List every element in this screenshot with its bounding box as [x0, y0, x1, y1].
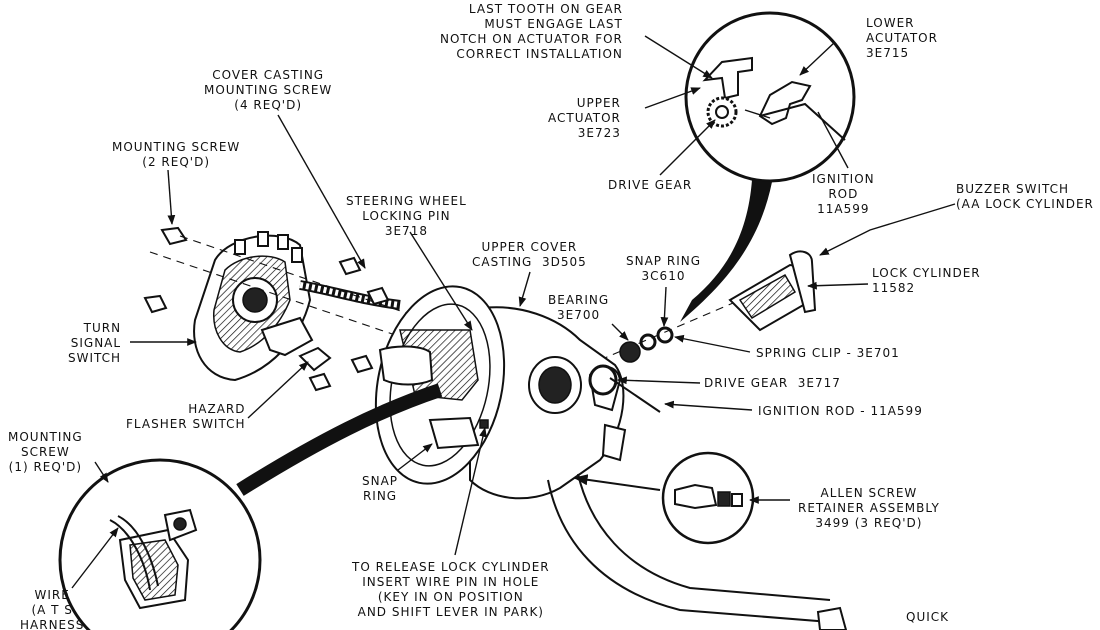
label-lock-cylinder: LOCK CYLINDER 11582 [872, 266, 981, 295]
label-bearing: BEARING 3E700 [548, 293, 610, 322]
label-snap-ring: SNAP RING [362, 474, 399, 503]
label-steering-wheel-pin: STEERING WHEEL LOCKING PIN 3E718 [346, 194, 467, 238]
spring-clip-part [656, 326, 674, 344]
label-snap-ring-3c610: SNAP RING 3C610 [626, 254, 702, 283]
label-wire-harness: WIRE (A T S HARNESS [20, 588, 85, 630]
label-ignition-rod-main: IGNITION ROD - 11A599 [758, 404, 923, 418]
allen-screw-inset-circle [661, 451, 755, 545]
label-turn-signal-switch: TURN SIGNAL SWITCH [68, 321, 122, 365]
column-tube [547, 479, 831, 623]
bearing-part [619, 341, 641, 363]
label-lower-actuator: LOWER ACUTATOR 3E715 [866, 16, 938, 60]
label-mounting-screw-2: MOUNTING SCREW (2 REQ'D) [112, 140, 241, 169]
label-spring-clip: SPRING CLIP - 3E701 [756, 346, 900, 360]
drive-gear-part [588, 364, 618, 396]
label-upper-cover-casting: UPPER COVER CASTING 3D505 [472, 240, 587, 269]
lock-cylinder-part [728, 250, 817, 332]
turn-signal-switch-part [193, 231, 401, 382]
label-drive-gear-inset: DRIVE GEAR [608, 178, 693, 192]
harness-cable [236, 383, 443, 496]
label-upper-actuator: UPPER ACTUATOR 3E723 [548, 96, 621, 140]
label-allen-screw: ALLEN SCREW RETAINER ASSEMBLY 3499 (3 RE… [798, 486, 940, 530]
wire-harness-inset-circle [58, 458, 262, 630]
label-mounting-screw-1: MOUNTING SCREW (1) REQ'D) [8, 430, 83, 474]
label-last-tooth: LAST TOOTH ON GEAR MUST ENGAGE LAST NOTC… [440, 2, 623, 61]
inset-pointer-arrow [680, 180, 772, 322]
label-release-lock: TO RELEASE LOCK CYLINDER INSERT WIRE PIN… [352, 560, 550, 619]
hazard-flasher-switch-part [298, 346, 332, 372]
label-drive-gear-main: DRIVE GEAR 3E717 [704, 376, 841, 390]
label-buzzer-switch: BUZZER SWITCH (AA LOCK CYLINDER [956, 182, 1094, 211]
label-cover-casting-screw: COVER CASTING MOUNTING SCREW (4 REQ'D) [204, 68, 333, 112]
actuator-inset-circle [684, 11, 856, 183]
label-ignition-rod-inset: IGNITION ROD 11A599 [812, 172, 875, 216]
label-hazard-flasher: HAZARD FLASHER SWITCH [126, 402, 246, 431]
snap-ring-part [639, 333, 657, 351]
label-quick: QUICK [906, 610, 950, 624]
quick-connector [816, 606, 848, 630]
